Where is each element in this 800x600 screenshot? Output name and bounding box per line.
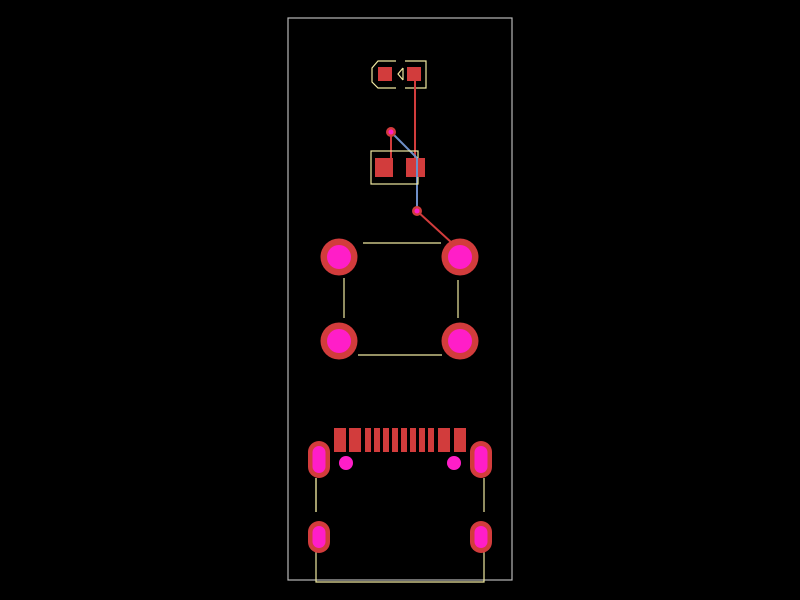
board-outline (287, 17, 513, 581)
usb-c-pad-a4[interactable] (374, 428, 380, 452)
switch-drill-bottom-right (448, 329, 472, 353)
usb-c-pad-a10[interactable] (428, 428, 434, 452)
sot23-footprint[interactable] (370, 150, 425, 185)
usb-c-locating-hole-right (447, 456, 461, 470)
usb-c-signal-pads (334, 428, 466, 452)
via-2-drill (414, 208, 420, 214)
usb-c-silk-bottom (315, 552, 485, 583)
switch-icon (343, 242, 459, 356)
switch-drill-top-left (327, 245, 351, 269)
usb-c-pad-a6[interactable] (392, 428, 398, 452)
usb-c-pad-a8[interactable] (410, 428, 416, 452)
usb-c-connector-footprint[interactable] (308, 428, 492, 583)
usb-c-pad-a3[interactable] (365, 428, 371, 452)
usb-c-locating-hole-left (339, 456, 353, 470)
usb-c-icon (315, 478, 485, 583)
usb-c-shield-drill-bottom-right (474, 526, 488, 548)
usb-c-pad-a1[interactable] (334, 428, 346, 452)
sot23-pad-2[interactable] (406, 158, 425, 177)
switch-drill-top-right (448, 245, 472, 269)
usb-c-shield-drill-bottom-left (312, 526, 326, 548)
via-1-drill (388, 129, 394, 135)
usb-c-pad-a11[interactable] (438, 428, 450, 452)
usb-c-shield-drill-top-left (312, 446, 326, 473)
led-polarity-icon (397, 67, 404, 81)
usb-c-pad-a5[interactable] (383, 428, 389, 452)
usb-c-pad-a2[interactable] (349, 428, 361, 452)
usb-c-pad-a9[interactable] (419, 428, 425, 452)
led-pad-1[interactable] (378, 67, 392, 81)
sot23-pad-1[interactable] (375, 158, 393, 177)
tactile-switch-footprint[interactable] (320, 238, 479, 360)
switch-drill-bottom-left (327, 329, 351, 353)
usb-c-pad-a7[interactable] (401, 428, 407, 452)
usb-c-shield-drill-top-right (474, 446, 488, 473)
vias (386, 127, 422, 216)
usb-c-pad-a12[interactable] (454, 428, 466, 452)
trace-front-via-to-switch[interactable] (416, 210, 453, 244)
